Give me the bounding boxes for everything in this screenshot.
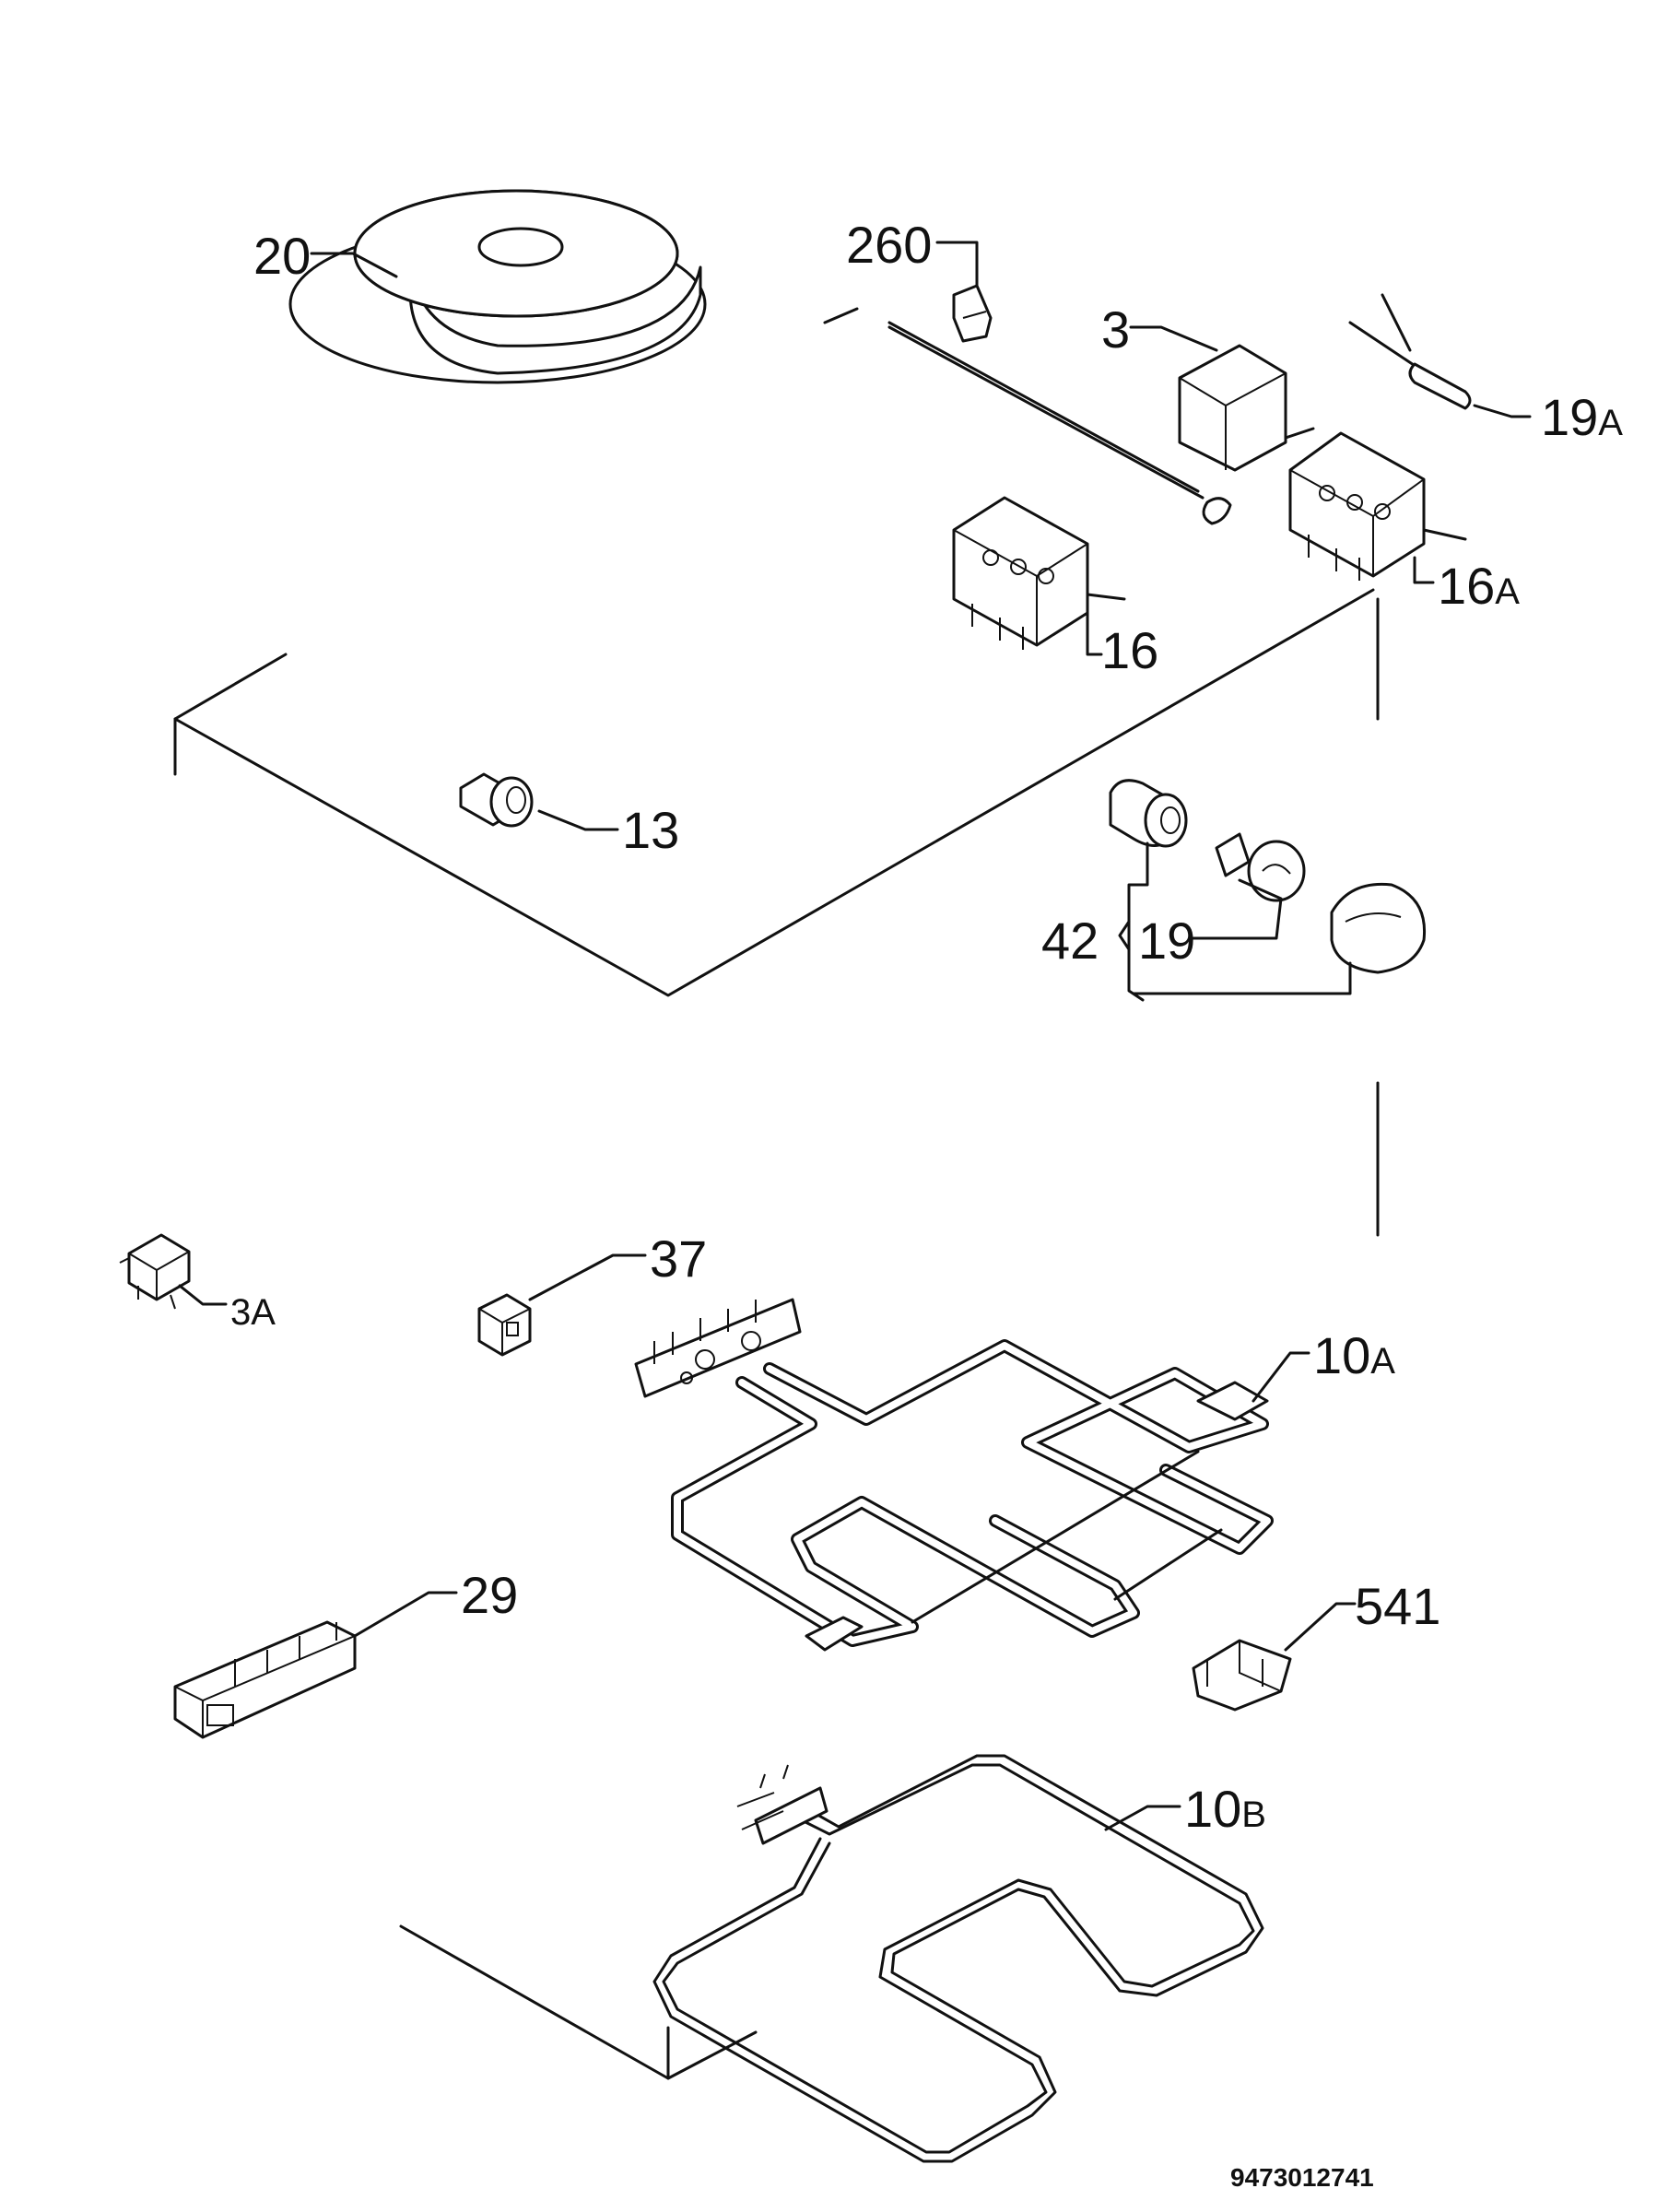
selector-switch-16 [952, 496, 1126, 650]
thermostat-part [887, 321, 1315, 525]
label-16: 16 [1101, 621, 1158, 679]
hotplate-part [288, 189, 707, 384]
label-29: 29 [461, 1566, 518, 1624]
clip-part [952, 284, 993, 343]
label-37: 37 [650, 1230, 707, 1288]
indicator-lamp-part [459, 772, 534, 828]
label-541: 541 [1355, 1577, 1440, 1635]
grill-element-10a [634, 1298, 1274, 1652]
ignition-generator-29 [173, 1620, 357, 1739]
leader-lines [178, 241, 1532, 1831]
label-3a: 3A [230, 1292, 276, 1333]
label-10a: 10A [1313, 1326, 1395, 1384]
oven-sensor-part [1348, 293, 1472, 410]
label-260: 260 [846, 216, 932, 274]
element-bracket-541 [1192, 1639, 1292, 1712]
label-10b: 10B [1184, 1780, 1266, 1838]
label-3: 3 [1101, 300, 1130, 359]
terminal-block-37 [477, 1293, 532, 1357]
label-42: 42 [1041, 912, 1099, 970]
selector-switch-16a [1288, 431, 1467, 581]
hob-base-outline [173, 307, 1380, 997]
label-19a: 19A [1541, 388, 1623, 446]
bottom-element-10b [652, 1754, 1264, 2163]
label-13: 13 [622, 801, 679, 859]
drawing-code: 9473012741 [1230, 2163, 1374, 2192]
door-switch-3a [119, 1233, 191, 1310]
label-19: 19 [1138, 912, 1195, 970]
oven-base-outline [399, 1081, 1380, 2080]
label-16a: 16A [1438, 557, 1520, 615]
oven-lamp-assembly [1109, 779, 1427, 974]
label-20: 20 [253, 227, 311, 285]
part-labels: 20 260 3 19A 16A 16 13 42 19 37 3A 10A 2… [230, 216, 1623, 2192]
